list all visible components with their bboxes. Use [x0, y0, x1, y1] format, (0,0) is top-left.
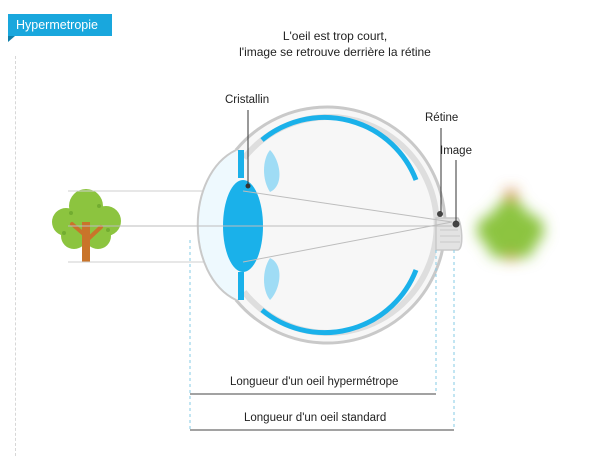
left-dashed-guide	[15, 56, 16, 456]
ciliary-bottom	[264, 258, 280, 300]
label-cristallin: Cristallin	[225, 94, 270, 106]
label-retine: Rétine	[425, 112, 459, 124]
retina-point	[437, 211, 443, 217]
length-guides	[189, 240, 455, 430]
eyeball	[196, 105, 463, 345]
tag-fold-decoration	[8, 36, 15, 42]
choroid-top	[260, 114, 419, 181]
ciliary-top	[264, 150, 280, 192]
label-pointers	[245, 110, 457, 222]
hypermetropie-tag: Hypermetropie	[8, 14, 112, 36]
tree-object	[52, 189, 121, 262]
caption-line-1: L'oeil est trop court,	[282, 29, 388, 43]
cornea	[196, 149, 237, 301]
light-rays	[68, 190, 453, 263]
blurred-image-tree	[477, 190, 544, 260]
iris-bottom	[238, 272, 244, 300]
measurement-lines	[190, 393, 454, 431]
image-point	[452, 220, 460, 228]
choroid-bottom	[260, 269, 419, 336]
iris-top	[238, 150, 244, 178]
tag-label: Hypermetropie	[16, 18, 98, 32]
label-image: Image	[440, 145, 472, 157]
label-hyperopic-length: Longueur d'un oeil hypermétrope	[230, 376, 399, 388]
label-standard-length: Longueur d'un oeil standard	[244, 412, 387, 424]
caption-line-2: l'image se retrouve derrière la rétine	[239, 45, 431, 59]
diagram-caption: L'oeil est trop court, l'image se retrou…	[220, 28, 450, 60]
